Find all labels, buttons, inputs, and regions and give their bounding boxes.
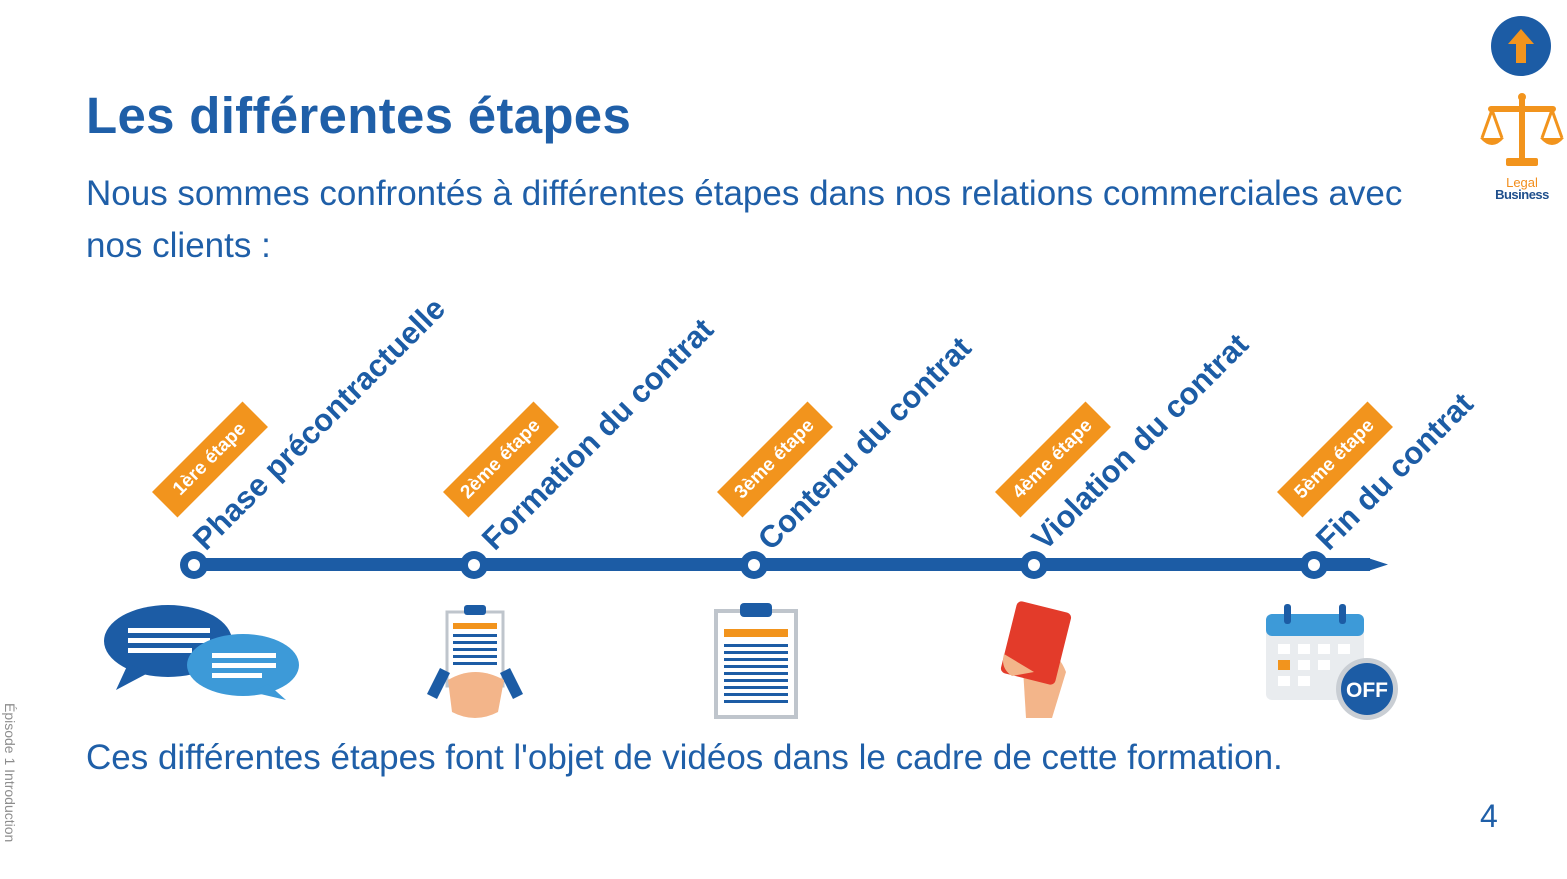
page-title: Les différentes étapes	[86, 87, 632, 144]
off-badge-text: OFF	[1346, 679, 1388, 702]
timeline-line	[190, 558, 1370, 571]
timeline-node-5	[1300, 551, 1328, 579]
contract-handshake-icon	[427, 605, 523, 718]
episode-side-label: Épisode 1 Introduction	[2, 703, 18, 843]
intro-text: Nous sommes confrontés à différentes éta…	[86, 174, 1403, 265]
logo-line-legal: Legal	[1506, 175, 1538, 190]
logo-line-business: Business	[1495, 187, 1549, 202]
timeline-arrowhead	[1368, 558, 1388, 571]
scroll-up-button[interactable]	[1491, 16, 1551, 76]
scales-of-justice-icon	[1480, 93, 1564, 166]
arrow-up-icon	[1508, 29, 1534, 63]
timeline-node-2	[460, 551, 488, 579]
timeline-node-3	[740, 551, 768, 579]
timeline-node-4	[1020, 551, 1048, 579]
legal-business-logo: Legal Business	[1478, 90, 1566, 205]
calendar-off-icon: OFF	[1266, 604, 1398, 720]
timeline-node-1	[180, 551, 208, 579]
speech-bubbles-icon	[104, 605, 299, 700]
clipboard-document-icon	[714, 603, 798, 719]
footer-text: Ces différentes étapes font l'objet de v…	[86, 738, 1283, 777]
page-number: 4	[1480, 798, 1498, 834]
red-card-icon	[1000, 601, 1072, 718]
